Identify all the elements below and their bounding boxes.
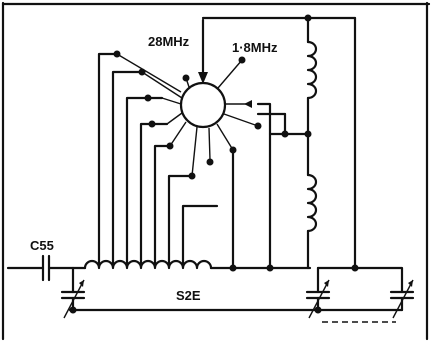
coil-taps [97,52,219,268]
label-28mhz: 28MHz [148,34,190,49]
label-c55: C55 [30,238,54,253]
tapped-coil [83,259,312,270]
trimmer-capacitor-left [60,266,86,319]
capacitor-c55 [6,254,87,282]
label-s2e: S2E [176,288,201,303]
rotary-switch-s2e [113,18,262,180]
label-1-8mhz: 1·8MHz [232,40,278,55]
right-network [69,14,415,323]
